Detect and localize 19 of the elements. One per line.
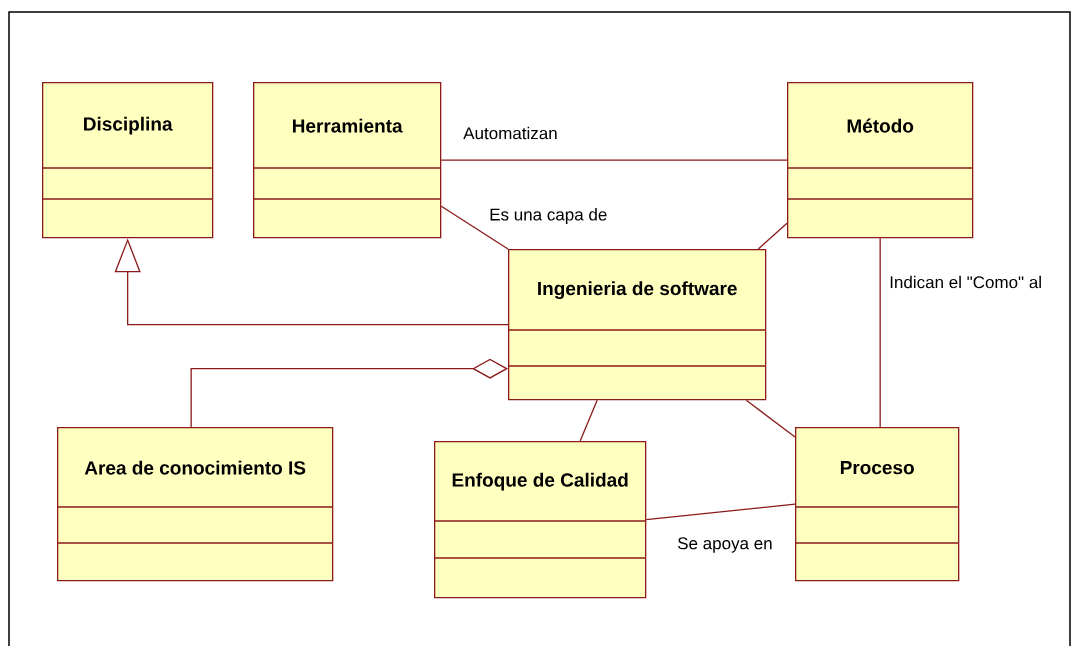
connector	[190, 358, 508, 428]
edge-label: Es una capa de	[488, 207, 609, 225]
connector	[645, 503, 796, 521]
edge-label: Se apoya en	[676, 536, 774, 554]
edge-label: Automatizan	[462, 125, 559, 141]
connector	[440, 159, 788, 161]
class-box: Ingenieria de software	[507, 249, 767, 401]
class-box: Enfoque de Calidad	[433, 441, 647, 599]
class-box: Proceso	[794, 427, 960, 582]
connector	[879, 237, 881, 428]
class-box: Método	[786, 82, 974, 239]
class-box: Area de conocimiento IS	[56, 427, 334, 582]
edge-label: Indican el "Como" al	[888, 274, 1044, 290]
connector	[440, 205, 509, 250]
connector	[757, 222, 788, 250]
class-box: Herramienta	[252, 82, 442, 239]
class-box: Disciplina	[41, 82, 214, 239]
connector	[745, 399, 796, 438]
connector	[579, 399, 598, 442]
